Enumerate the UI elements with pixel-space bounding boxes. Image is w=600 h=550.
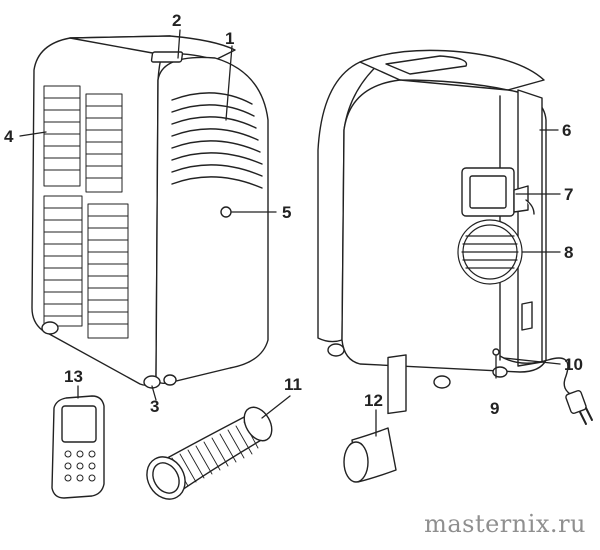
power-plug bbox=[565, 390, 593, 425]
cord-hook bbox=[525, 199, 535, 215]
caster-front-left bbox=[41, 321, 59, 335]
back-unit bbox=[317, 49, 593, 425]
control-panel bbox=[150, 51, 184, 63]
drain-port bbox=[492, 348, 500, 356]
side-grille-lower bbox=[43, 195, 129, 339]
remote-control bbox=[51, 395, 105, 499]
back-unit-side-panel bbox=[317, 55, 389, 343]
leader-1 bbox=[225, 45, 233, 121]
callout-10: 10 bbox=[564, 355, 583, 374]
lower-clip bbox=[521, 301, 533, 331]
top-handle bbox=[385, 55, 468, 75]
remote-receiver bbox=[220, 206, 232, 218]
callout-2: 2 bbox=[172, 11, 182, 30]
callout-12: 12 bbox=[364, 391, 383, 410]
adapter-opening bbox=[343, 441, 369, 483]
air-intake-grille bbox=[457, 219, 523, 285]
adapter-flange bbox=[387, 354, 407, 415]
callout-4: 4 bbox=[4, 127, 14, 146]
remote-buttons bbox=[64, 450, 96, 482]
drain-clip bbox=[513, 185, 529, 213]
caster-front-back bbox=[163, 374, 177, 386]
callout-1: 1 bbox=[225, 29, 235, 48]
leader-lines bbox=[19, 29, 561, 437]
remote-display bbox=[61, 405, 97, 443]
callout-13: 13 bbox=[64, 367, 83, 386]
exhaust-hose bbox=[146, 406, 273, 500]
exhaust-outlet bbox=[469, 175, 507, 209]
callout-5: 5 bbox=[282, 203, 292, 222]
caster-back-right bbox=[433, 375, 451, 389]
leader-2 bbox=[177, 29, 181, 59]
back-unit-top bbox=[359, 49, 545, 91]
callout-9: 9 bbox=[490, 399, 500, 418]
leader-11 bbox=[261, 395, 291, 419]
side-grille-upper bbox=[43, 85, 123, 193]
watermark: masternix.ru bbox=[424, 510, 586, 538]
callout-11: 11 bbox=[284, 375, 302, 394]
caster-back-mid bbox=[492, 366, 508, 378]
hose-end-left-inner bbox=[152, 462, 180, 494]
caster-back-left bbox=[327, 343, 345, 357]
back-unit-back-panel bbox=[341, 79, 547, 373]
callout-3: 3 bbox=[150, 397, 160, 416]
leader-4 bbox=[19, 131, 47, 137]
callout-8: 8 bbox=[564, 243, 574, 262]
air-outlet-louvers bbox=[171, 92, 263, 189]
front-unit bbox=[31, 35, 269, 389]
window-adapter bbox=[343, 354, 407, 483]
callout-7: 7 bbox=[564, 185, 574, 204]
leader-10 bbox=[503, 357, 561, 365]
leader-3 bbox=[151, 385, 157, 401]
power-cord bbox=[499, 355, 575, 397]
callout-6: 6 bbox=[562, 121, 572, 140]
